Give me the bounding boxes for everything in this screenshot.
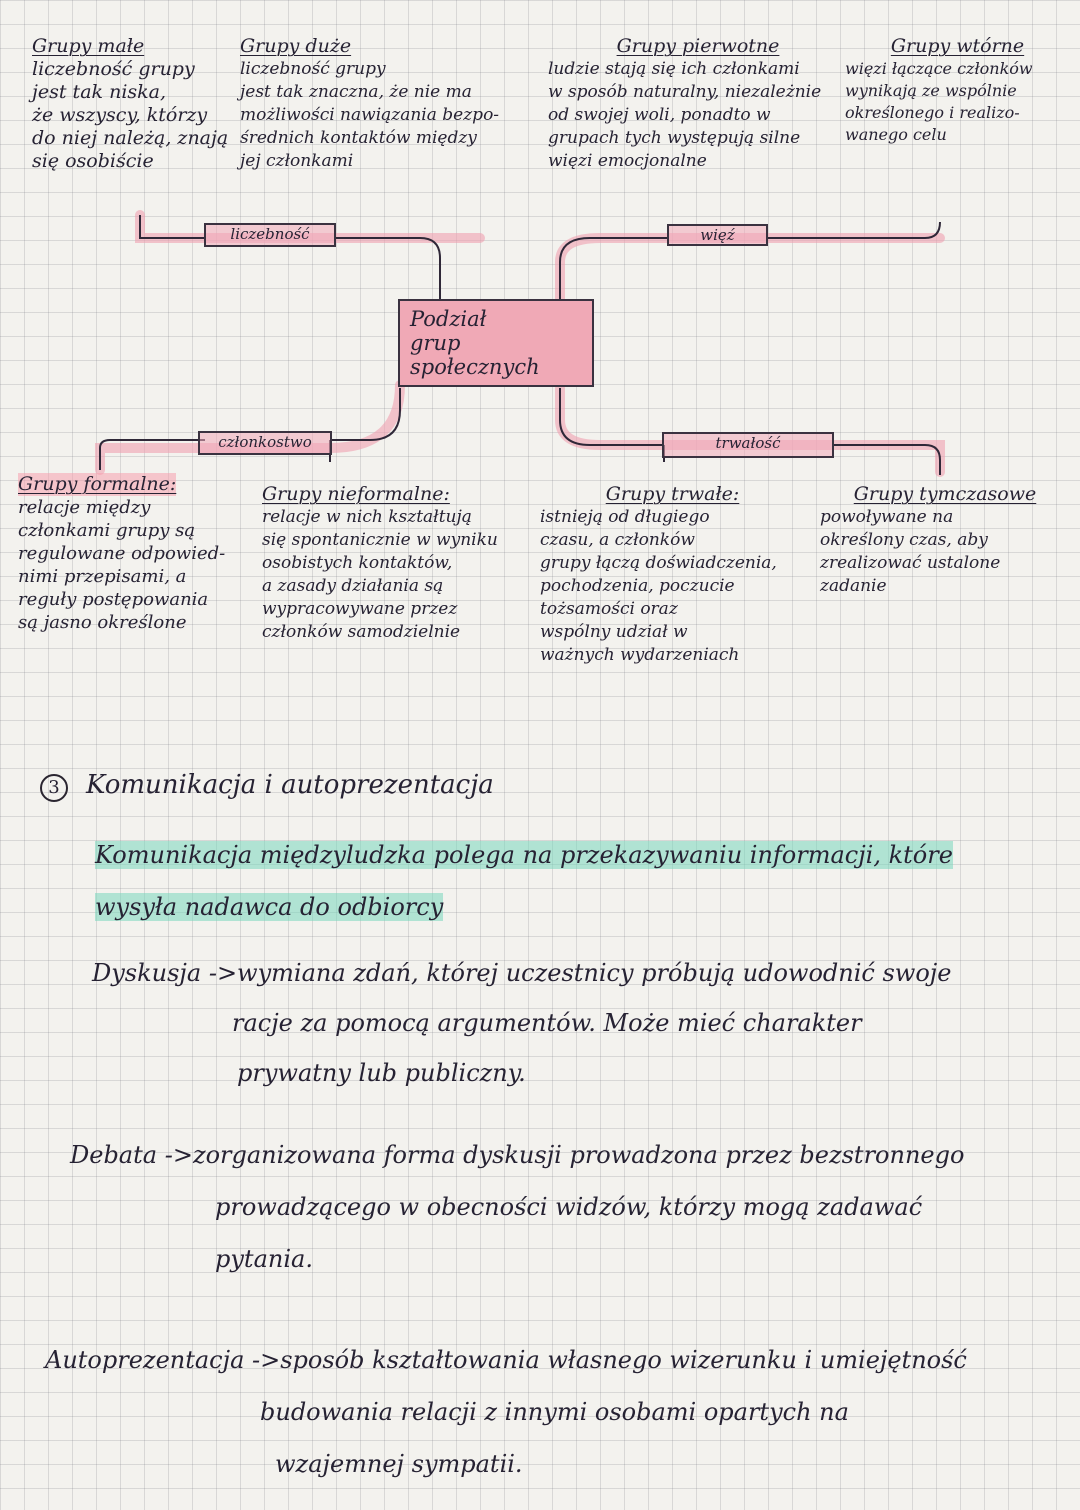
- note-heading: Grupy wtórne: [890, 35, 1025, 57]
- definition-line-1: Komunikacja międzyludzka polega na przek…: [95, 841, 953, 869]
- note-primary-groups: Grupy pierwotne ludzie stają się ich czł…: [548, 35, 848, 173]
- note-formal-groups: Grupy formalne: relacje między członkami…: [18, 473, 243, 634]
- section-number: 3: [40, 774, 68, 802]
- entry-term: Debata: [70, 1141, 158, 1169]
- mindmap-center-title: Podział grup społecznych: [398, 299, 594, 387]
- note-text: liczebność grupy jest tak niska, że wszy…: [32, 58, 229, 172]
- entry-line: zorganizowana forma dyskusji prowadzona …: [192, 1141, 965, 1169]
- entry-line: budowania relacji z innymi osobami opart…: [260, 1398, 849, 1426]
- note-temporary-groups: Grupy tymczasowe powoływane na określony…: [820, 483, 1070, 598]
- note-heading: Grupy pierwotne: [616, 35, 780, 57]
- section-title: Komunikacja i autoprezentacja: [86, 770, 494, 800]
- section-heading: 3 Komunikacja i autoprezentacja: [40, 770, 940, 802]
- entry-line: sposób kształtowania własnego wizerunku …: [280, 1346, 967, 1374]
- entry-arrow: ->: [252, 1346, 281, 1374]
- entry-arrow: ->: [164, 1141, 193, 1169]
- definition: Komunikacja międzyludzka polega na przek…: [95, 840, 1055, 922]
- label-bond: więź: [667, 224, 768, 246]
- note-heading: Grupy duże: [240, 35, 352, 57]
- entry-line: pytania.: [215, 1245, 313, 1273]
- label-size: liczebność: [204, 223, 336, 247]
- note-text: relacje w nich kształtują się spontanicz…: [262, 507, 498, 642]
- entry-line: wzajemnej sympatii.: [275, 1450, 523, 1478]
- entry-line: wymiana zdań, której uczestnicy próbują …: [237, 959, 952, 987]
- label-duration: trwałość: [662, 432, 834, 458]
- entry-discussion: Dyskusja ->wymiana zdań, której uczestni…: [92, 958, 1062, 1088]
- entry-line: racje za pomocą argumentów. Może mieć ch…: [232, 1009, 862, 1037]
- note-text: powoływane na określony czas, aby zreali…: [820, 507, 1001, 596]
- note-heading: Grupy trwałe:: [605, 483, 740, 505]
- definition-line-2: wysyła nadawca do odbiorcy: [95, 893, 444, 921]
- note-text: ludzie stają się ich członkami w sposób …: [548, 59, 822, 171]
- note-secondary-groups: Grupy wtórne więzi łączące członków wyni…: [845, 35, 1070, 146]
- entry-self-presentation: Autoprezentacja ->sposób kształtowania w…: [45, 1345, 1065, 1479]
- note-text: więzi łączące członków wynikają ze wspól…: [845, 59, 1033, 144]
- entry-debate: Debata ->zorganizowana forma dyskusji pr…: [70, 1140, 1060, 1274]
- note-heading: Grupy małe: [32, 35, 145, 57]
- note-heading: Grupy tymczasowe: [853, 483, 1037, 505]
- entry-line: prywatny lub publiczny.: [237, 1059, 526, 1087]
- note-permanent-groups: Grupy trwałe: istnieją od długiego czasu…: [540, 483, 805, 667]
- note-heading: Grupy formalne:: [18, 473, 177, 496]
- note-text: istnieją od długiego czasu, a członków g…: [540, 507, 777, 665]
- note-text: liczebność grupy jest tak znaczna, że ni…: [240, 59, 500, 171]
- note-large-groups: Grupy duże liczebność grupy jest tak zna…: [240, 35, 530, 173]
- entry-term: Autoprezentacja: [45, 1346, 245, 1374]
- entry-arrow: ->: [208, 959, 238, 987]
- label-membership: członkostwo: [198, 431, 332, 455]
- note-heading: Grupy nieformalne:: [262, 483, 450, 505]
- note-text: relacje między członkami grupy są regulo…: [18, 497, 226, 633]
- entry-line: prowadzącego w obecności widzów, którzy …: [215, 1193, 923, 1221]
- entry-term: Dyskusja: [92, 959, 202, 987]
- note-small-groups: Grupy małe liczebność grupy jest tak nis…: [32, 35, 232, 173]
- note-informal-groups: Grupy nieformalne: relacje w nich kształ…: [262, 483, 532, 644]
